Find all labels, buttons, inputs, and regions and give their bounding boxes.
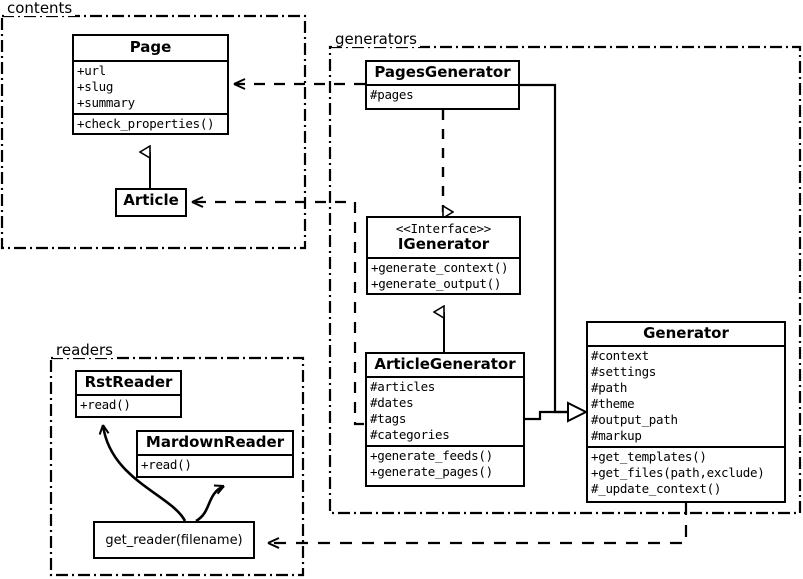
rel-articlegenerator-inherits-generator (525, 401, 589, 423)
class-stereotype-igenerator: <<Interface>> (395, 221, 492, 236)
class-method: +generate_output() (371, 276, 502, 291)
class-attribute: #dates (370, 395, 414, 410)
class-method: +generate_context() (371, 260, 509, 275)
class-method: +check_properties() (77, 116, 215, 131)
class-name-pagesgenerator: PagesGenerator (374, 63, 511, 81)
class-attributes-page: +url +slug +summary (74, 60, 227, 113)
class-methods-mardownreader: +read() (138, 454, 292, 475)
class-attributes-generator: #context #settings #path #theme #output_… (588, 345, 784, 446)
class-name-mardownreader: MardownReader (145, 433, 285, 451)
package-label-readers: readers (53, 342, 116, 358)
class-method: +read() (80, 397, 131, 412)
class-attribute: #tags (370, 411, 407, 426)
class-box-mardownreader[interactable]: MardownReader +read() (136, 430, 294, 478)
class-attribute: +url (77, 63, 106, 78)
rel-articlegenerator-uses-article (191, 196, 364, 426)
class-attribute: +summary (77, 95, 135, 110)
class-method: +generate_feeds() (370, 448, 493, 463)
class-attribute: #articles (370, 379, 436, 394)
class-methods-articlegenerator: +generate_feeds() +generate_pages() (367, 445, 523, 482)
function-label-get-reader: get_reader(filename) (105, 532, 243, 548)
class-attributes-pagesgenerator: #pages (367, 84, 518, 105)
class-attribute: #output_path (591, 412, 678, 427)
class-box-articlegenerator[interactable]: ArticleGenerator #articles #dates #tags … (365, 352, 525, 487)
class-attribute: #markup (591, 428, 642, 443)
class-attribute: #pages (370, 87, 414, 102)
class-method: +get_templates() (591, 449, 707, 464)
class-name-rstreader: RstReader (84, 373, 173, 391)
function-box-get-reader[interactable]: get_reader(filename) (93, 521, 255, 559)
class-name-articlegenerator: ArticleGenerator (374, 355, 516, 373)
class-box-rstreader[interactable]: RstReader +read() (75, 370, 182, 418)
rel-generator-uses-get-reader (267, 503, 688, 549)
class-method: +generate_pages() (370, 464, 493, 479)
class-name-page: Page (129, 38, 172, 56)
class-box-generator[interactable]: Generator #context #settings #path #them… (586, 321, 786, 503)
class-method: +get_files(path,exclude) (591, 465, 765, 480)
class-attribute: #theme (591, 396, 635, 411)
class-methods-generator: +get_templates() +get_files(path,exclude… (588, 446, 784, 499)
class-name-label: IGenerator (397, 235, 490, 253)
class-attribute: +slug (77, 79, 114, 94)
class-name-generator: Generator (643, 324, 729, 342)
class-method: #_update_context() (591, 481, 722, 496)
class-name-article: Article (123, 191, 179, 209)
class-box-igenerator[interactable]: <<Interface>> IGenerator +generate_conte… (366, 216, 521, 295)
class-method: +read() (141, 457, 192, 472)
class-box-page[interactable]: Page +url +slug +summary +check_properti… (72, 34, 229, 135)
package-label-generators: generators (332, 31, 420, 47)
class-attribute: #context (591, 348, 649, 363)
class-methods-igenerator: +generate_context() +generate_output() (368, 257, 519, 294)
class-attribute: #path (591, 380, 628, 395)
class-name-igenerator: <<Interface>> IGenerator (368, 218, 519, 257)
rel-pagesgenerator-inherits-generator (520, 83, 568, 414)
class-attributes-articlegenerator: #articles #dates #tags #categories (367, 376, 523, 445)
rel-get-reader-returns-mardownreader (195, 484, 225, 523)
class-box-article[interactable]: Article (115, 188, 187, 217)
package-label-contents: contents (4, 0, 76, 16)
class-attribute: #settings (591, 364, 657, 379)
class-methods-page: +check_properties() (74, 113, 227, 134)
class-box-pagesgenerator[interactable]: PagesGenerator #pages (365, 60, 520, 110)
class-attribute: #categories (370, 427, 450, 442)
class-methods-rstreader: +read() (77, 394, 180, 415)
